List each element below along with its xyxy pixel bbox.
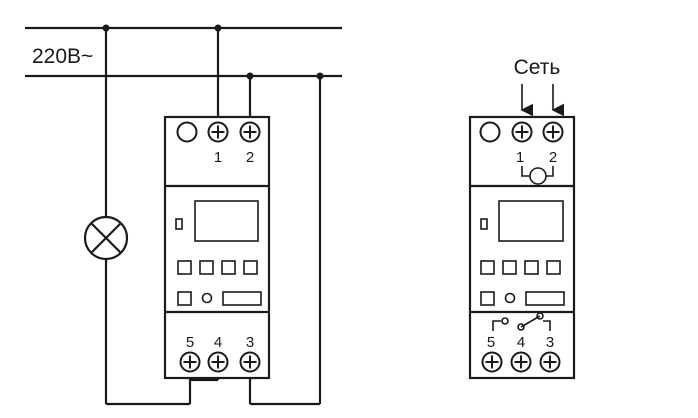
relay-contact-icon bbox=[492, 312, 551, 331]
control-button bbox=[480, 291, 495, 306]
display-screen bbox=[194, 200, 259, 242]
terminal-screw-1 bbox=[511, 121, 533, 143]
terminal-label-5: 5 bbox=[186, 334, 194, 351]
status-led bbox=[504, 292, 516, 304]
terminal-screw-5 bbox=[179, 351, 201, 373]
terminal-label-4: 4 bbox=[214, 334, 222, 351]
control-button bbox=[480, 260, 495, 275]
control-button bbox=[502, 260, 517, 275]
indicator-led bbox=[480, 218, 488, 230]
lamp-icon bbox=[83, 215, 129, 261]
terminal-label-1: 1 bbox=[516, 149, 524, 166]
timer-device-left: 1 2 5 4 3 bbox=[163, 115, 271, 380]
terminal-screw-2 bbox=[239, 121, 261, 143]
terminal-screw-3 bbox=[539, 351, 561, 373]
terminal-label-3: 3 bbox=[246, 334, 254, 351]
rocker-switch bbox=[525, 291, 565, 306]
control-button bbox=[243, 260, 258, 275]
timer-device-right: 1 2 bbox=[468, 115, 576, 380]
terminal-screw-plain bbox=[479, 121, 501, 143]
terminal-screw-2 bbox=[542, 121, 564, 143]
terminal-screw-5 bbox=[481, 351, 503, 373]
terminal-screw-plain bbox=[176, 121, 198, 143]
control-button bbox=[177, 291, 192, 306]
control-button bbox=[177, 260, 192, 275]
terminal-label-3: 3 bbox=[546, 334, 554, 351]
control-button bbox=[524, 260, 539, 275]
display-screen bbox=[498, 200, 564, 242]
control-button bbox=[199, 260, 214, 275]
coil-icon bbox=[521, 166, 554, 185]
terminal-label-2: 2 bbox=[549, 149, 557, 166]
control-button bbox=[221, 260, 236, 275]
left-wiring-scheme: 220В~ bbox=[25, 24, 342, 406]
terminal-screw-3 bbox=[239, 351, 261, 373]
terminal-label-2: 2 bbox=[246, 149, 254, 166]
terminal-label-5: 5 bbox=[487, 334, 495, 351]
control-button bbox=[546, 260, 561, 275]
right-terminal-scheme: Сеть 1 2 bbox=[468, 56, 576, 380]
terminal-label-1: 1 bbox=[214, 149, 222, 166]
terminal-screw-4 bbox=[510, 351, 532, 373]
terminal-screw-1 bbox=[207, 121, 229, 143]
network-label: Сеть bbox=[514, 56, 561, 79]
supply-voltage-label: 220В~ bbox=[32, 45, 93, 68]
indicator-led bbox=[175, 218, 183, 230]
status-led bbox=[201, 292, 213, 304]
rocker-switch bbox=[222, 291, 262, 306]
terminal-label-4: 4 bbox=[517, 334, 525, 351]
terminal-screw-4 bbox=[207, 351, 229, 373]
